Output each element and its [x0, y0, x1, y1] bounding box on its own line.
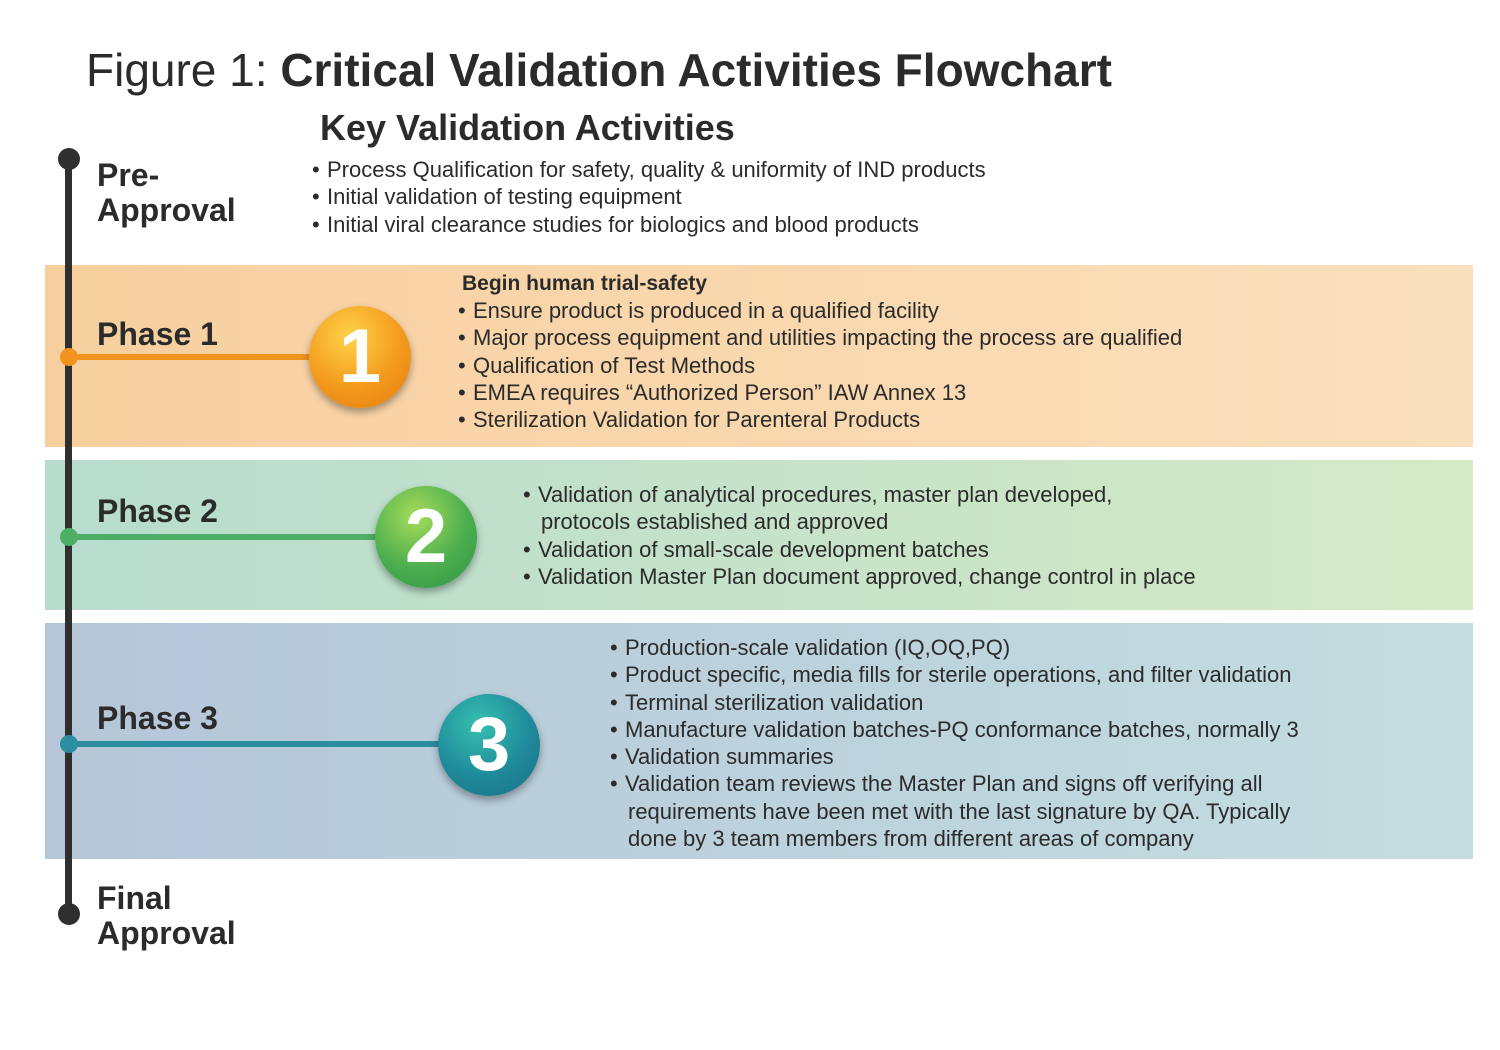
list-item: Process Qualification for safety, qualit…: [312, 156, 986, 184]
list-item: Sterilization Validation for Parenteral …: [458, 406, 1182, 434]
final-approval-label-line2: Approval: [97, 915, 236, 951]
figure-title-prefix: Figure 1:: [86, 44, 281, 96]
pre-approval-label: Pre- Approval: [97, 158, 236, 228]
phase2-number-badge: 2: [375, 486, 477, 588]
final-approval-label: Final Approval: [97, 881, 236, 951]
list-item: Initial validation of testing equipment: [312, 183, 986, 211]
list-item: Terminal sterilization validation: [610, 689, 1299, 717]
list-item-line: Validation of analytical procedures, mas…: [538, 482, 1113, 507]
list-item-line: Validation team reviews the Master Plan …: [625, 771, 1263, 797]
list-item-line: requirements have been met with the last…: [628, 798, 1291, 824]
list-item: Validation Master Plan document approved…: [523, 563, 1196, 591]
list-item: Initial viral clearance studies for biol…: [312, 211, 986, 239]
phase2-timeline-dot: [60, 528, 78, 546]
list-item: Production-scale validation (IQ,OQ,PQ): [610, 634, 1299, 662]
pre-approval-label-line2: Approval: [97, 192, 236, 228]
figure-title-main: Critical Validation Activities Flowchart: [280, 44, 1112, 96]
phase3-label: Phase 3: [97, 700, 218, 736]
phase1-label: Phase 1: [97, 316, 218, 352]
phase3-timeline-dot: [60, 735, 78, 753]
list-item: Ensure product is produced in a qualifie…: [458, 297, 1182, 325]
list-item-line: protocols established and approved: [541, 509, 889, 535]
timeline-start-dot: [58, 148, 80, 170]
phase3-activity-list: Production-scale validation (IQ,OQ,PQ) P…: [610, 634, 1299, 852]
figure-title: Figure 1: Critical Validation Activities…: [86, 40, 1112, 100]
final-approval-label-line1: Final: [97, 880, 172, 916]
pre-approval-label-line1: Pre-: [97, 157, 160, 193]
list-item: Validation team reviews the Master Plan …: [610, 770, 1299, 852]
phase1-timeline-dot: [60, 348, 78, 366]
list-item: Qualification of Test Methods: [458, 352, 1182, 380]
list-item: Validation of analytical procedures, mas…: [523, 481, 1196, 536]
list-item: Validation summaries: [610, 743, 1299, 771]
list-item: Validation of small-scale development ba…: [523, 536, 1196, 564]
pre-approval-activity-list: Process Qualification for safety, qualit…: [312, 156, 986, 238]
phase1-activity-list: Ensure product is produced in a qualifie…: [458, 297, 1182, 434]
list-item: EMEA requires “Authorized Person” IAW An…: [458, 379, 1182, 407]
phase3-number-badge: 3: [438, 694, 540, 796]
phase1-heading: Begin human trial-safety: [462, 272, 708, 295]
phase2-label: Phase 2: [97, 493, 218, 529]
phase2-connector: [70, 534, 395, 540]
list-item: Major process equipment and utilities im…: [458, 324, 1182, 352]
list-item: Manufacture validation batches-PQ confor…: [610, 716, 1299, 744]
timeline-end-dot: [58, 903, 80, 925]
list-item-line: done by 3 team members from different ar…: [628, 826, 1194, 852]
phase3-connector: [70, 741, 460, 747]
section-subtitle: Key Validation Activities: [320, 107, 735, 148]
phase2-activity-list: Validation of analytical procedures, mas…: [523, 481, 1196, 590]
list-item: Product specific, media fills for steril…: [610, 661, 1299, 689]
phase1-number-badge: 1: [309, 306, 411, 408]
phase1-connector: [70, 354, 330, 360]
